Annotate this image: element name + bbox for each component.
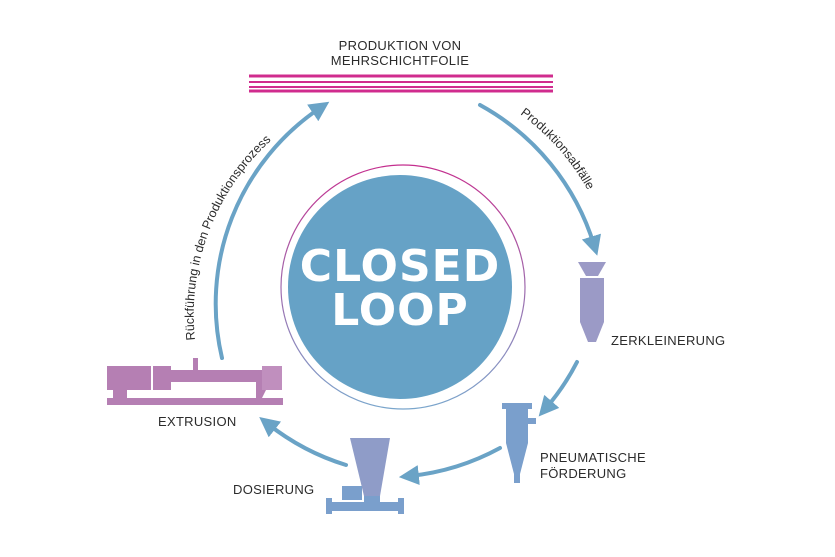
- arrow-conveying-to-dosing: [398, 446, 502, 486]
- dosing-label: DOSIERUNG: [233, 482, 314, 497]
- center-closed-loop: CLOSED LOOP: [280, 164, 526, 410]
- extrusion-label: EXTRUSION: [158, 414, 237, 429]
- center-circle: [288, 175, 512, 399]
- extruder-icon: [107, 358, 283, 405]
- cycle-arrows: [213, 101, 601, 486]
- extrusion-stage: EXTRUSION: [107, 358, 283, 429]
- production-label-line-2: MEHRSCHICHTFOLIE: [331, 53, 469, 68]
- shredding-label: ZERKLEINERUNG: [611, 333, 725, 348]
- conveying-label-line-2: FÖRDERUNG: [540, 466, 626, 481]
- center-line-1: CLOSED: [300, 241, 500, 292]
- arrow-extrusion-to-production: [213, 101, 330, 360]
- conveying-stage: PNEUMATISCHE FÖRDERUNG: [502, 403, 646, 483]
- dosing-unit-icon: [326, 438, 404, 514]
- arrow-shredding-to-conveying: [538, 360, 579, 417]
- arrow-dosing-to-extrusion: [259, 417, 348, 467]
- arc-label-waste: Produktionsabfälle: [518, 105, 597, 192]
- film-layers-icon: [249, 74, 553, 93]
- conveying-label-line-1: PNEUMATISCHE: [540, 450, 646, 465]
- production-stage: PRODUKTION VON MEHRSCHICHTFOLIE: [249, 38, 553, 93]
- shredding-stage: ZERKLEINERUNG: [578, 262, 725, 348]
- pneumatic-conveyor-icon: [502, 403, 536, 483]
- arrow-production-to-shredding: [478, 103, 601, 256]
- center-line-2: LOOP: [331, 285, 469, 336]
- shredder-hopper-icon: [578, 262, 606, 342]
- production-label-line-1: PRODUKTION VON: [339, 38, 462, 53]
- dosing-stage: DOSIERUNG: [233, 438, 404, 514]
- center-ring: [280, 164, 526, 410]
